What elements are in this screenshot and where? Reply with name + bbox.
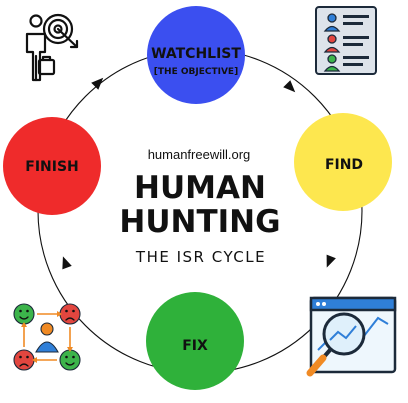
stage-fix: FIX <box>146 292 244 390</box>
watchlist-label: WATCHLIST <box>151 46 241 62</box>
stage-watchlist: WATCHLIST [THE OBJECTIVE] <box>147 6 245 104</box>
arrow-fix-to-finish <box>62 256 72 270</box>
arrow-finish-to-watchlist <box>91 77 104 90</box>
stage-find: FIND <box>294 113 392 211</box>
cycle-arrows <box>62 77 336 270</box>
website-text: humanfreewill.org <box>148 147 251 162</box>
subtitle-text: THE ISR CYCLE <box>135 248 266 266</box>
find-label: FIND <box>325 157 363 173</box>
arrow-watchlist-to-find <box>283 80 296 93</box>
magnifier-data-icon <box>306 296 397 377</box>
watchlist-sublabel: [THE OBJECTIVE] <box>154 67 238 77</box>
stage-finish: FINISH <box>3 117 101 215</box>
profile-list-icon <box>315 6 377 75</box>
title-line-1: HUMAN <box>134 170 266 206</box>
center-block: humanfreewill.org HUMAN HUNTING THE ISR … <box>119 147 280 266</box>
find-circle <box>294 113 392 211</box>
finish-label: FINISH <box>25 159 79 175</box>
target-businessman-icon <box>25 13 79 82</box>
fix-circle <box>146 292 244 390</box>
fix-label: FIX <box>182 338 208 354</box>
watchlist-circle <box>147 6 245 104</box>
title-line-2: HUNTING <box>119 204 280 240</box>
people-sentiment-cycle-icon <box>13 303 81 371</box>
arrow-find-to-fix <box>326 254 336 268</box>
finish-circle <box>3 117 101 215</box>
